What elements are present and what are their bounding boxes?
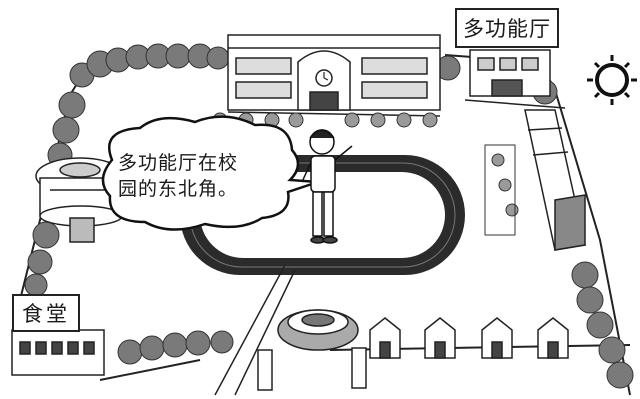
trees-bottom (117, 330, 234, 365)
canteen-label: 食堂 (12, 294, 80, 332)
multipurpose-hall-building (464, 49, 566, 109)
school-gate (214, 264, 367, 396)
trees-right (435, 55, 634, 389)
houses (369, 317, 569, 359)
fountain (277, 309, 359, 351)
boy-figure (301, 129, 353, 244)
speech-line-1: 多功能厅在校 (118, 152, 239, 174)
sun-icon (587, 55, 637, 105)
main-building (227, 34, 441, 117)
east-building (524, 109, 586, 251)
canteen-building (11, 329, 105, 376)
speech-bubble-text: 多功能厅在校 园的东北角。 (118, 150, 288, 202)
speech-line-2: 园的东北角。 (118, 178, 239, 200)
bushes-east (484, 144, 519, 236)
multipurpose-hall-label: 多功能厅 (455, 8, 559, 48)
clock-icon (315, 69, 333, 87)
